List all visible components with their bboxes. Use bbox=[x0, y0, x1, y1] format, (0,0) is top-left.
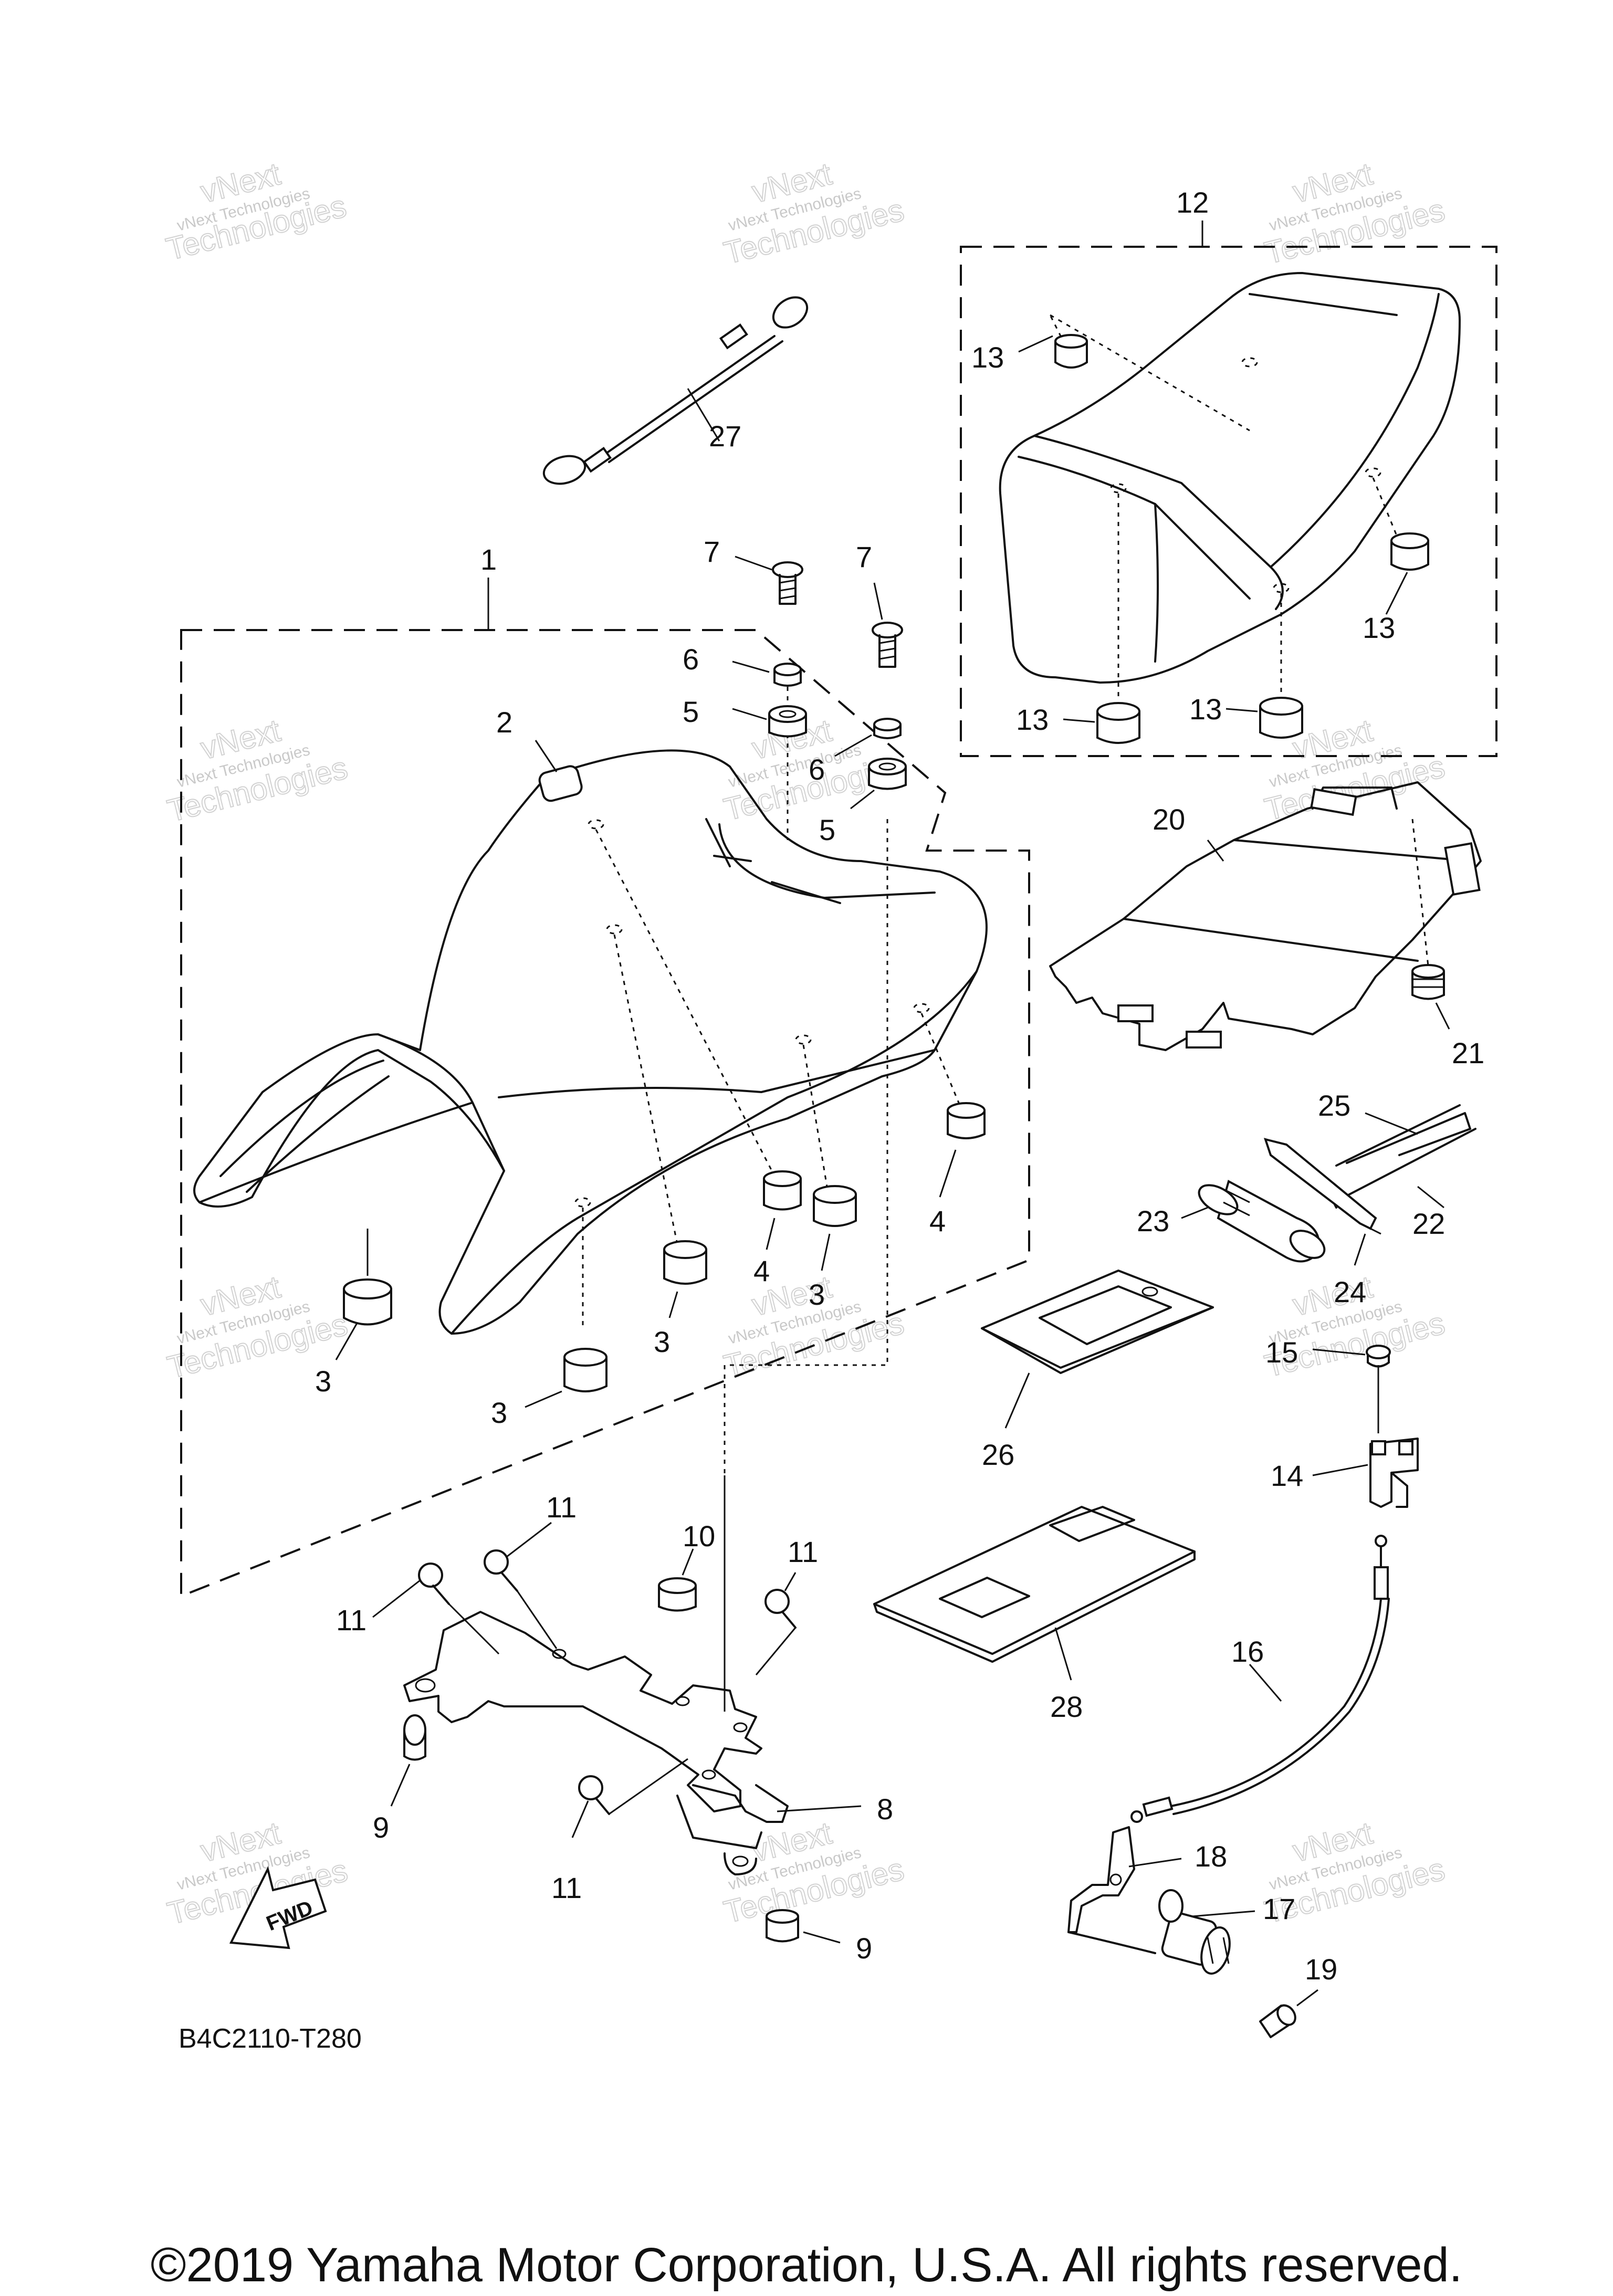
callout-28: 28 bbox=[1050, 1690, 1083, 1723]
part-11-bolt bbox=[484, 1522, 552, 1592]
callout-26: 26 bbox=[982, 1438, 1014, 1471]
part-11-bolt bbox=[571, 1775, 610, 1838]
part-27-seat-wire bbox=[542, 296, 809, 485]
part-12-rear-seat bbox=[999, 272, 1461, 698]
watermark: vNext Technologies Technologies vNext bbox=[162, 155, 350, 267]
part-11-bolt bbox=[372, 1563, 450, 1618]
callout-2: 2 bbox=[496, 706, 512, 739]
part-10-grommet bbox=[658, 1548, 697, 1612]
callout-24: 24 bbox=[1334, 1275, 1366, 1308]
callout-4: 4 bbox=[753, 1254, 770, 1287]
front-seat-group-box bbox=[180, 578, 1030, 1598]
callout-3: 3 bbox=[315, 1365, 331, 1398]
part-17-key-cylinder bbox=[1067, 1889, 1255, 1975]
callout-7: 7 bbox=[704, 535, 720, 568]
callout-7: 7 bbox=[856, 540, 872, 573]
callout-13: 13 bbox=[1189, 693, 1222, 726]
callout-14: 14 bbox=[1271, 1459, 1303, 1492]
callout-11: 11 bbox=[551, 1871, 582, 1904]
part-3-damper bbox=[525, 1348, 608, 1408]
part-7-bolt bbox=[872, 582, 903, 668]
part-5-grommet bbox=[732, 705, 807, 738]
callout-11: 11 bbox=[546, 1491, 577, 1524]
callout-9: 9 bbox=[856, 1932, 872, 1965]
part-16-cable bbox=[1130, 1535, 1390, 1823]
callout-9: 9 bbox=[373, 1811, 389, 1844]
part-13-damper bbox=[1096, 702, 1140, 744]
callout-1: 1 bbox=[480, 543, 497, 576]
diagram-code: B4C2110-T280 bbox=[179, 2024, 362, 2054]
callout-15: 15 bbox=[1265, 1336, 1298, 1369]
callout-11: 11 bbox=[788, 1535, 818, 1568]
part-13-damper bbox=[1390, 532, 1429, 571]
part-13-damper bbox=[1259, 697, 1303, 739]
part-28-manual bbox=[873, 1506, 1196, 1681]
callout-22: 22 bbox=[1412, 1207, 1445, 1240]
callout-3: 3 bbox=[654, 1325, 670, 1358]
part-5-grommet bbox=[850, 758, 907, 810]
callout-11: 11 bbox=[336, 1603, 366, 1637]
watermark: vNext Technologies Technologies vNext bbox=[720, 155, 908, 271]
callout-5: 5 bbox=[683, 695, 699, 728]
part-3-damper bbox=[663, 1240, 707, 1318]
callouts: 1 2 3 3 3 3 4 4 5 5 6 6 7 7 8 9 9 10 11 … bbox=[315, 186, 1484, 1986]
callout-6: 6 bbox=[809, 753, 825, 786]
callout-13: 13 bbox=[971, 341, 1004, 374]
part-6-washer bbox=[834, 718, 902, 757]
part-9-grommet bbox=[390, 1714, 426, 1807]
part-3-damper bbox=[335, 1229, 392, 1360]
callout-25: 25 bbox=[1318, 1089, 1350, 1122]
callout-3: 3 bbox=[491, 1396, 507, 1429]
callout-19: 19 bbox=[1305, 1953, 1337, 1986]
callout-13: 13 bbox=[1363, 611, 1395, 644]
callout-6: 6 bbox=[683, 643, 699, 676]
part-11-bolt bbox=[764, 1572, 797, 1629]
part-6-washer bbox=[732, 661, 802, 687]
callout-10: 10 bbox=[683, 1519, 715, 1553]
part-13-damper bbox=[1054, 334, 1088, 369]
part-7-bolt bbox=[735, 555, 803, 605]
part-8-seat-bracket bbox=[403, 1611, 862, 1875]
part-11-leaders bbox=[448, 1475, 797, 1815]
callout-23: 23 bbox=[1137, 1204, 1169, 1238]
callout-20: 20 bbox=[1153, 803, 1185, 836]
part-3-damper bbox=[813, 1185, 857, 1271]
part-19-screw bbox=[1259, 1989, 1318, 2038]
part-15-nut bbox=[1312, 1345, 1391, 1368]
part-14-bracket bbox=[1312, 1365, 1419, 1508]
callout-3: 3 bbox=[809, 1278, 825, 1311]
callout-17: 17 bbox=[1263, 1892, 1295, 1925]
callout-leaders-13 bbox=[1018, 335, 1408, 723]
callout-8: 8 bbox=[877, 1792, 893, 1826]
callout-13: 13 bbox=[1016, 703, 1049, 736]
copyright-notice: ©2019 Yamaha Motor Corporation, U.S.A. A… bbox=[151, 2238, 1462, 2292]
callout-21: 21 bbox=[1452, 1036, 1484, 1070]
callout-27: 27 bbox=[709, 420, 741, 453]
callout-16: 16 bbox=[1231, 1635, 1264, 1668]
part-26-pouch bbox=[981, 1270, 1214, 1429]
callout-5: 5 bbox=[819, 813, 835, 846]
part-21-damper bbox=[1411, 819, 1450, 1030]
callout-4: 4 bbox=[929, 1204, 946, 1238]
watermark: vNext Technologies Technologies vNext bbox=[1261, 155, 1449, 271]
part-4-damper bbox=[939, 1102, 986, 1198]
part-18-lever bbox=[1067, 1826, 1182, 1933]
part-4-damper bbox=[763, 1170, 802, 1250]
rear-seat-group-box bbox=[960, 221, 1497, 757]
part-20-seat-tray bbox=[1049, 781, 1482, 1051]
part-9-grommet bbox=[766, 1909, 841, 1944]
part-24-screwdriver bbox=[1263, 1138, 1381, 1266]
part-23-screwdriver-handle bbox=[1181, 1180, 1326, 1263]
part-2-front-seat bbox=[193, 677, 988, 1712]
callout-12: 12 bbox=[1176, 186, 1209, 219]
callout-18: 18 bbox=[1195, 1840, 1227, 1873]
